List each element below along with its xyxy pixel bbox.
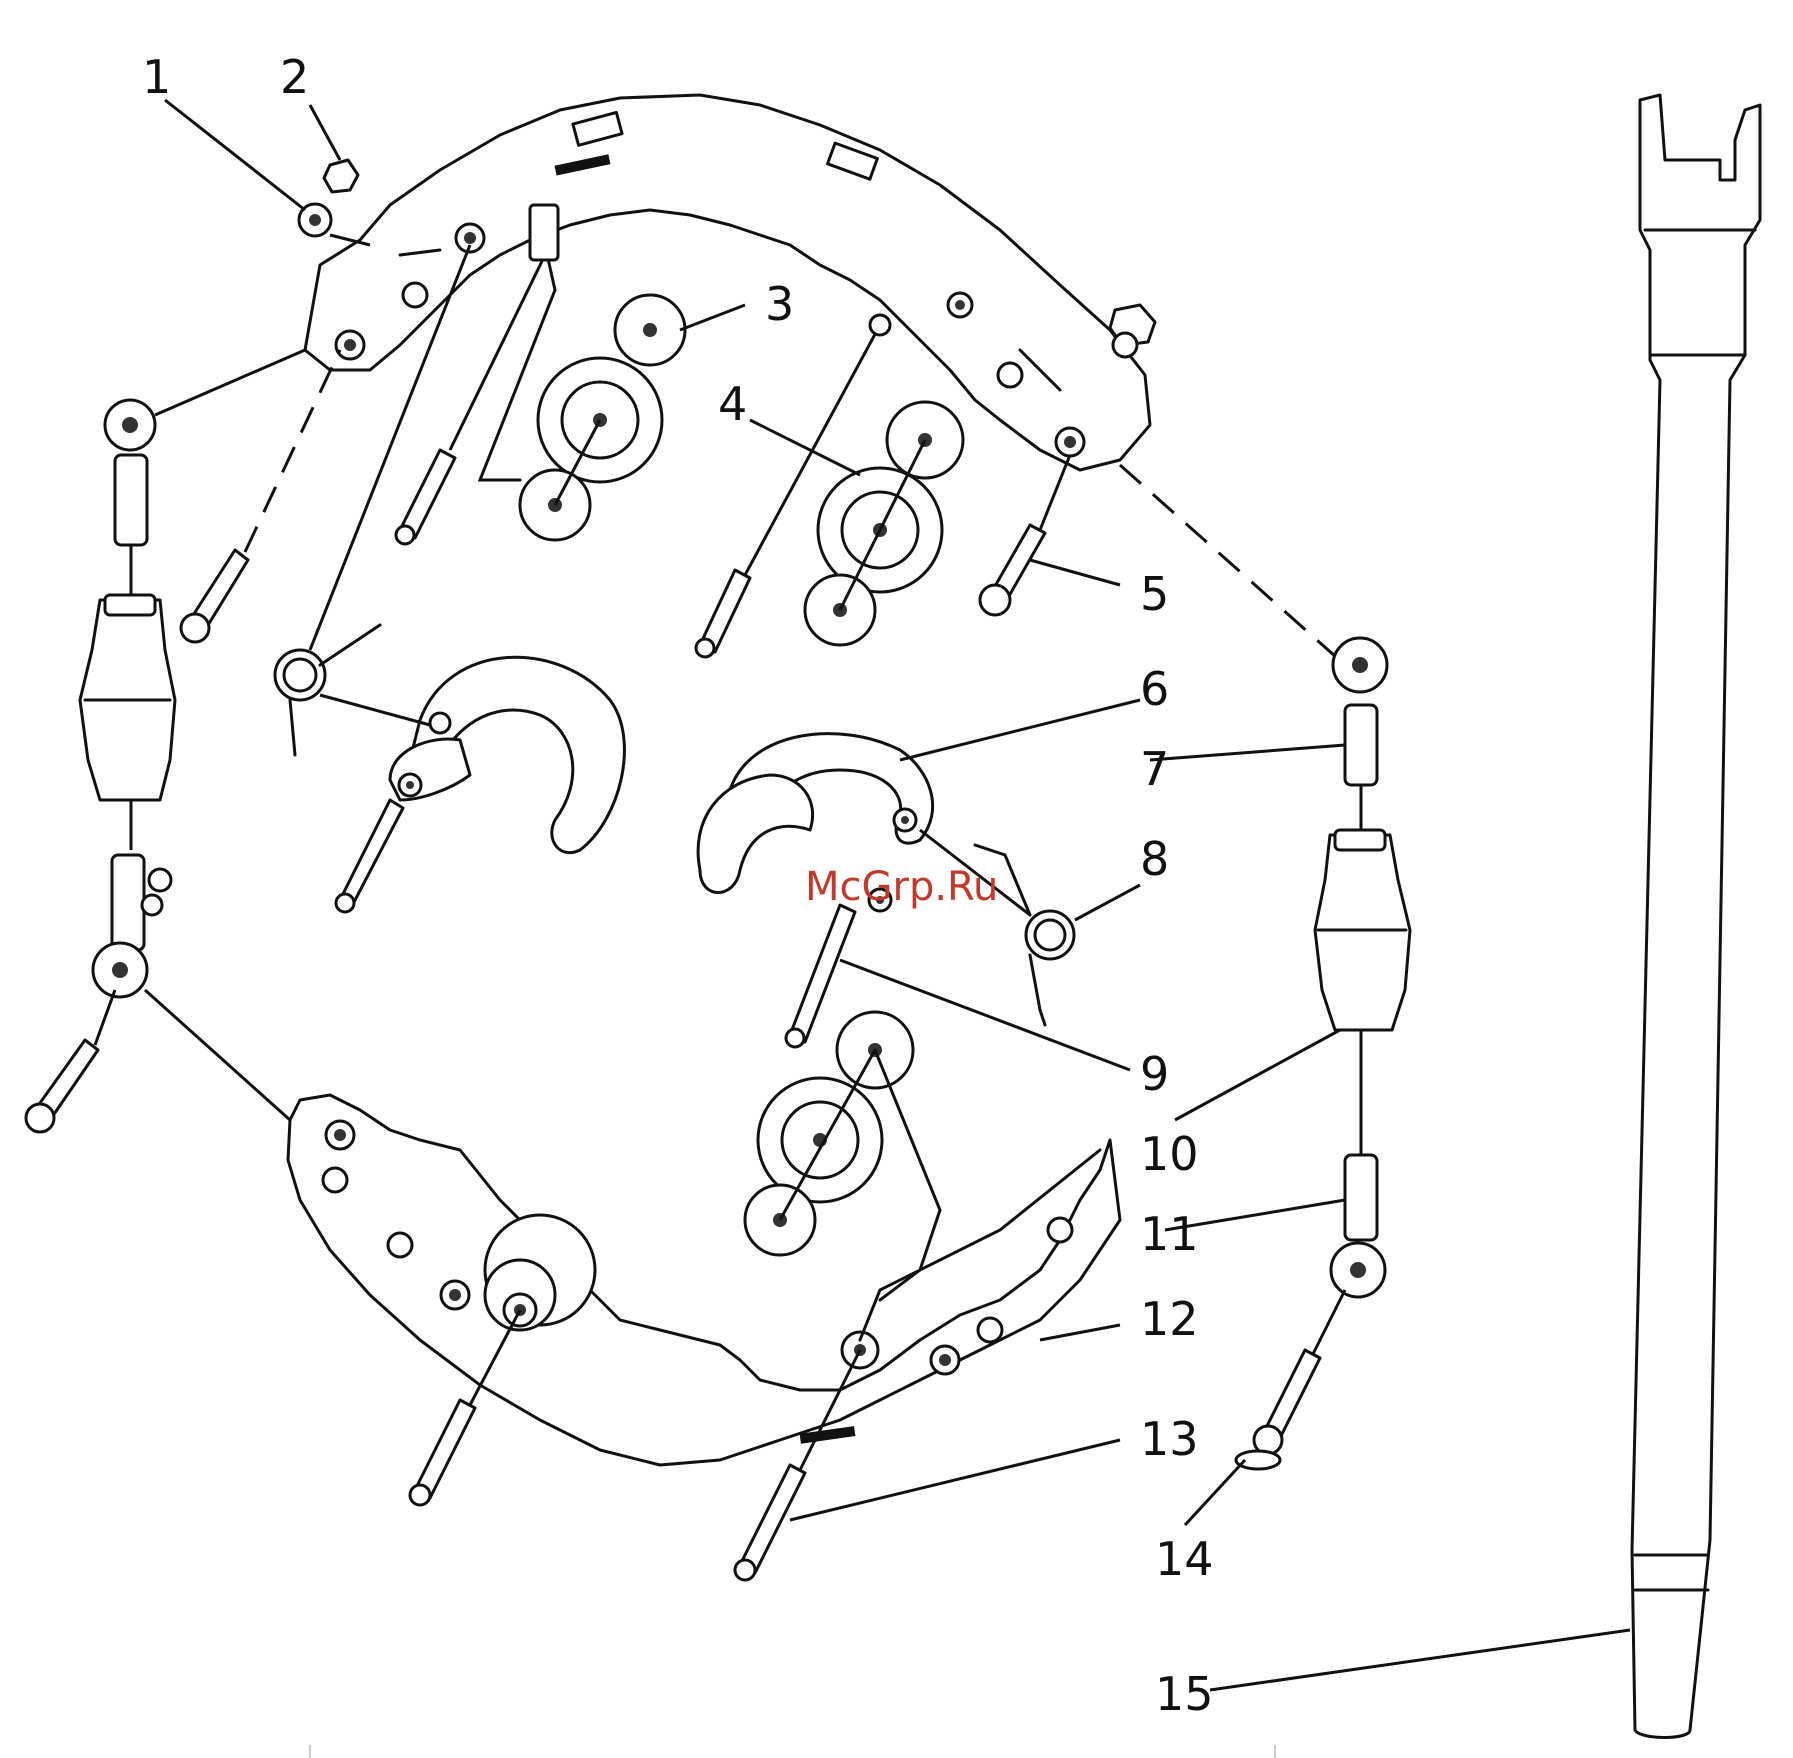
callout-13: 13 — [1140, 1412, 1199, 1466]
left-linkage — [26, 350, 305, 1132]
pulley-set-lower — [745, 1012, 940, 1300]
callout-4: 4 — [718, 377, 747, 431]
lower-frame — [288, 1095, 1120, 1465]
callout-6: 6 — [1140, 662, 1169, 716]
callout-10: 10 — [1140, 1127, 1199, 1181]
washer-nut-top-left — [299, 160, 370, 245]
callout-5: 5 — [1140, 567, 1169, 621]
shift-rod — [1632, 95, 1760, 1738]
callout-9: 9 — [1140, 1047, 1169, 1101]
callout-1: 1 — [142, 50, 171, 104]
callout-7: 7 — [1140, 742, 1169, 796]
callout-14: 14 — [1155, 1532, 1214, 1586]
callout-8: 8 — [1140, 832, 1169, 886]
watermark-text: McGrp.Ru — [805, 864, 998, 910]
callout-12: 12 — [1140, 1292, 1199, 1346]
callout-11: 11 — [1140, 1207, 1199, 1261]
callout-15: 15 — [1155, 1667, 1214, 1721]
callout-2: 2 — [280, 50, 309, 104]
callout-3: 3 — [765, 277, 794, 331]
pulley-set-upper-right — [696, 315, 963, 657]
